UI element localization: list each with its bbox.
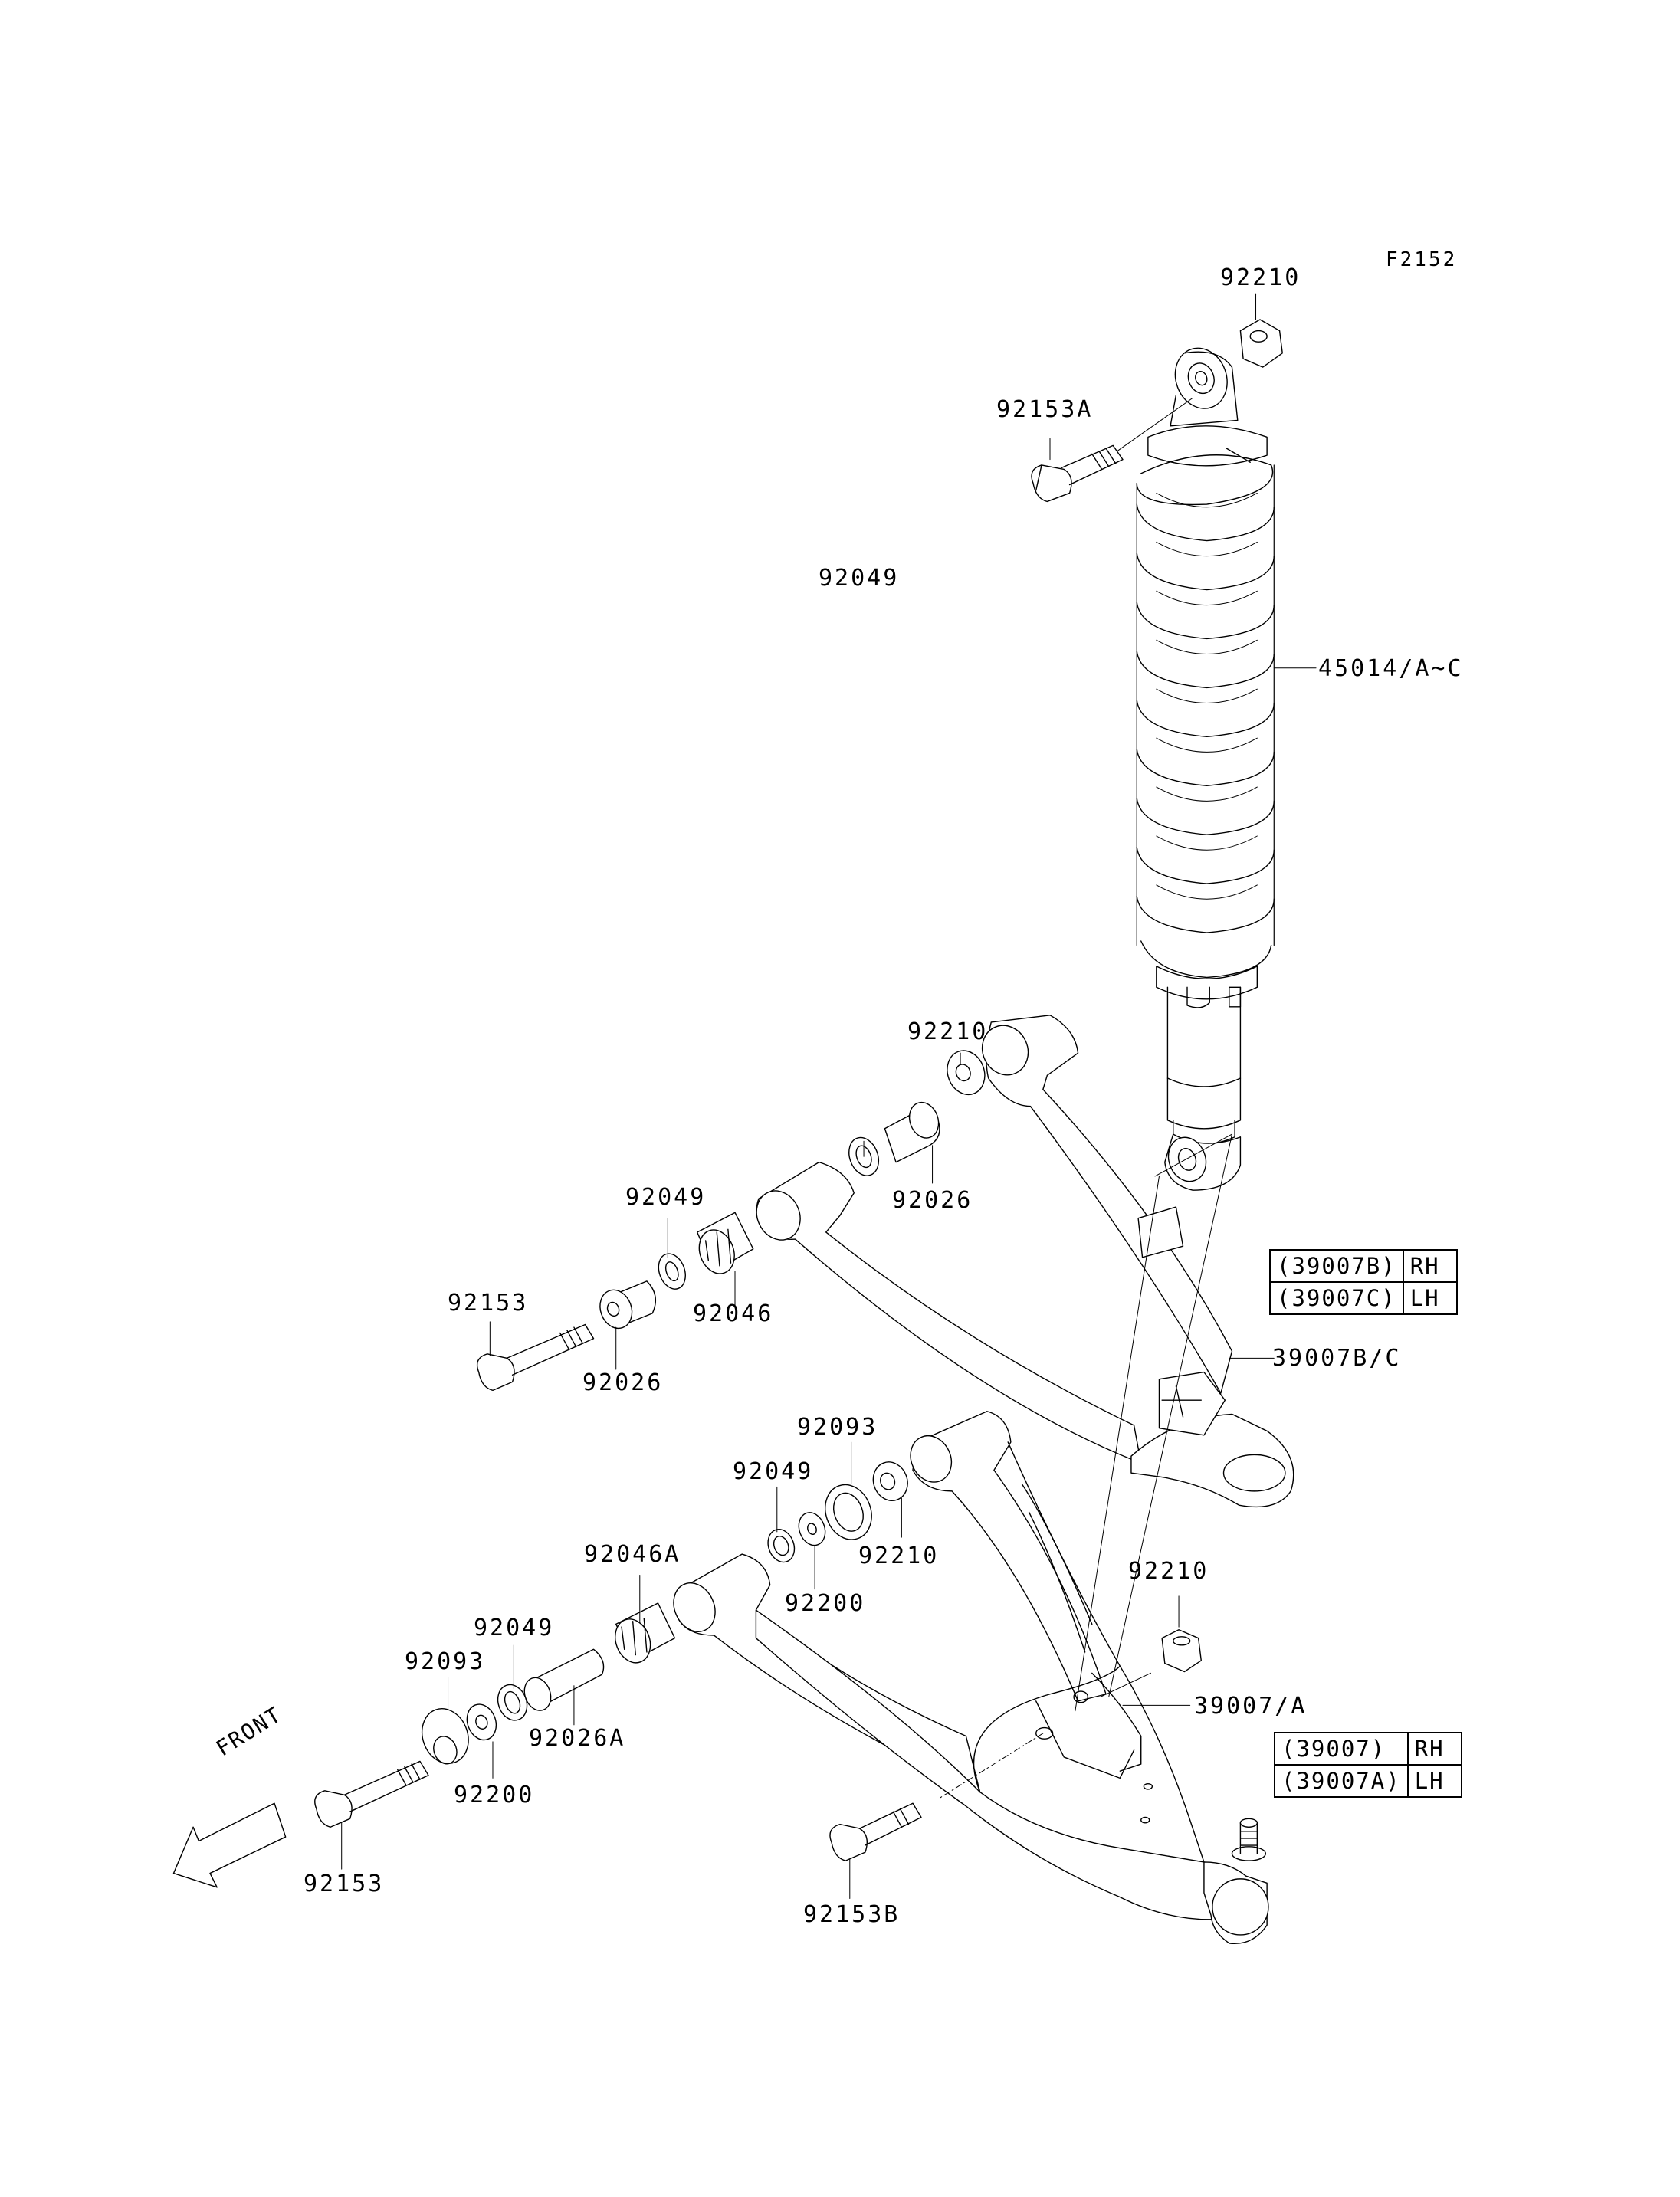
callout-92093: 92093	[405, 1648, 486, 1675]
callout-39007-a: 39007/A	[1194, 1693, 1308, 1720]
callout-92200: 92200	[454, 1782, 535, 1808]
front-arrow-icon	[174, 1803, 286, 1887]
part-number: (39007)	[1274, 1732, 1409, 1766]
table-row: (39007C) LH	[1269, 1281, 1458, 1315]
side-label: LH	[1406, 1764, 1462, 1798]
callout-92153: 92153	[304, 1871, 385, 1897]
spring-coils	[1137, 455, 1274, 978]
bolt-92153a	[1032, 398, 1193, 501]
table-row: (39007B) RH	[1269, 1249, 1458, 1283]
callout-92093: 92093	[797, 1414, 878, 1441]
callout-92200: 92200	[785, 1590, 866, 1617]
callout-92046a: 92046A	[584, 1541, 681, 1568]
side-label: RH	[1402, 1249, 1458, 1283]
callout-92153a: 92153A	[996, 396, 1094, 423]
callout-92026: 92026	[892, 1187, 973, 1214]
upper-arm-hardware-left	[477, 1212, 753, 1390]
side-label: LH	[1402, 1281, 1458, 1315]
lower-arm-hardware-left	[315, 1603, 1202, 1861]
part-number: (39007B)	[1269, 1249, 1404, 1283]
table-row: (39007) RH	[1274, 1732, 1462, 1766]
lower-arm-part-table: (39007) RH (39007A) LH	[1274, 1732, 1462, 1798]
lower-arm	[666, 1412, 1268, 1944]
table-row: (39007A) LH	[1274, 1764, 1462, 1798]
callout-92153b: 92153B	[803, 1901, 901, 1928]
callout-45014: 45014/A~C	[1318, 655, 1464, 682]
nut-92210-top	[1240, 320, 1282, 367]
part-number: (39007C)	[1269, 1281, 1404, 1315]
callout-92210: 92210	[1220, 264, 1301, 291]
callout-92210: 92210	[907, 1018, 989, 1045]
callout-92049: 92049	[733, 1458, 814, 1485]
callout-92026a: 92026A	[529, 1725, 626, 1752]
upper-arm-hardware-right	[844, 1045, 991, 1179]
callout-39007b-c: 39007B/C	[1272, 1345, 1402, 1372]
upper-arm	[749, 1015, 1294, 1507]
figure-id: F2152	[1386, 248, 1458, 271]
upper-arm-part-table: (39007B) RH (39007C) LH	[1269, 1249, 1458, 1315]
callout-92049: 92049	[625, 1184, 707, 1211]
callout-92049: 92049	[474, 1615, 555, 1641]
callout-92210: 92210	[858, 1543, 940, 1569]
callout-92046: 92046	[693, 1300, 774, 1327]
side-label: RH	[1406, 1732, 1462, 1766]
lower-arm-hardware-right	[763, 1458, 913, 1566]
part-number: (39007A)	[1274, 1764, 1409, 1798]
callout-92153: 92153	[448, 1290, 529, 1317]
callout-92049: 92049	[819, 565, 900, 592]
shock-absorber	[1137, 341, 1274, 1190]
callout-92210: 92210	[1128, 1558, 1209, 1585]
callout-92026: 92026	[582, 1369, 664, 1396]
leader-lines	[342, 294, 1316, 1898]
